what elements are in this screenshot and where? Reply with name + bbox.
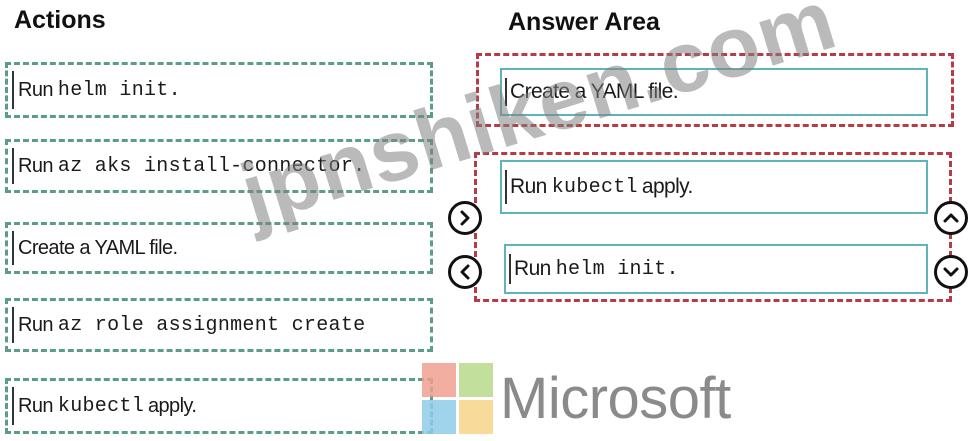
action-code: kubectl [57,394,145,418]
answer-slot-1[interactable] [476,53,954,127]
answer-label: Run [510,175,547,198]
logo-square-yellow [459,400,493,434]
logo-square-blue [422,400,456,434]
answer-item-kubectl-apply[interactable]: Run kubectl apply. [500,160,928,214]
action-code: az role assignment create [57,313,366,337]
logo-square-red [422,363,456,397]
chevron-down-icon [943,267,959,277]
answer-label-suffix: apply. [641,175,693,198]
action-item-helm-init[interactable]: Run helm init. [5,62,433,118]
answer-label: Create a YAML file. [510,80,679,103]
action-label: Run [18,313,53,336]
chevron-left-icon [460,264,470,280]
action-item-az-aks-install-connector[interactable]: Run az aks install-connector. [5,139,433,193]
logo-square-green [459,363,493,397]
answer-label: Run [514,257,551,280]
action-code: az aks install-connector. [57,154,366,178]
chevron-right-icon [460,210,470,226]
move-right-button[interactable] [448,201,482,235]
chevron-up-icon [943,213,959,223]
action-label: Run [18,394,53,417]
actions-heading: Actions [14,6,106,34]
microsoft-wordmark: Microsoft [500,366,731,431]
answer-item-helm-init[interactable]: Run helm init. [504,244,928,294]
answer-code: kubectl [551,175,638,199]
answer-code: helm init. [555,257,679,281]
action-item-az-role-assignment[interactable]: Run az role assignment create [5,298,433,352]
move-up-button[interactable] [934,201,968,235]
microsoft-logo-icon [422,363,494,435]
answer-area-heading: Answer Area [508,8,660,36]
answer-item-create-yaml[interactable]: Create a YAML file. [500,68,928,116]
action-item-create-yaml[interactable]: Create a YAML file. [5,222,433,274]
action-item-kubectl-apply[interactable]: Run kubectl apply. [5,378,433,434]
action-code: helm init. [57,78,181,102]
move-left-button[interactable] [448,255,482,289]
action-label-suffix: apply. [148,394,197,417]
move-down-button[interactable] [934,255,968,289]
action-label: Run [18,78,53,101]
action-label: Create a YAML file. [18,236,178,259]
action-label: Run [18,154,53,177]
